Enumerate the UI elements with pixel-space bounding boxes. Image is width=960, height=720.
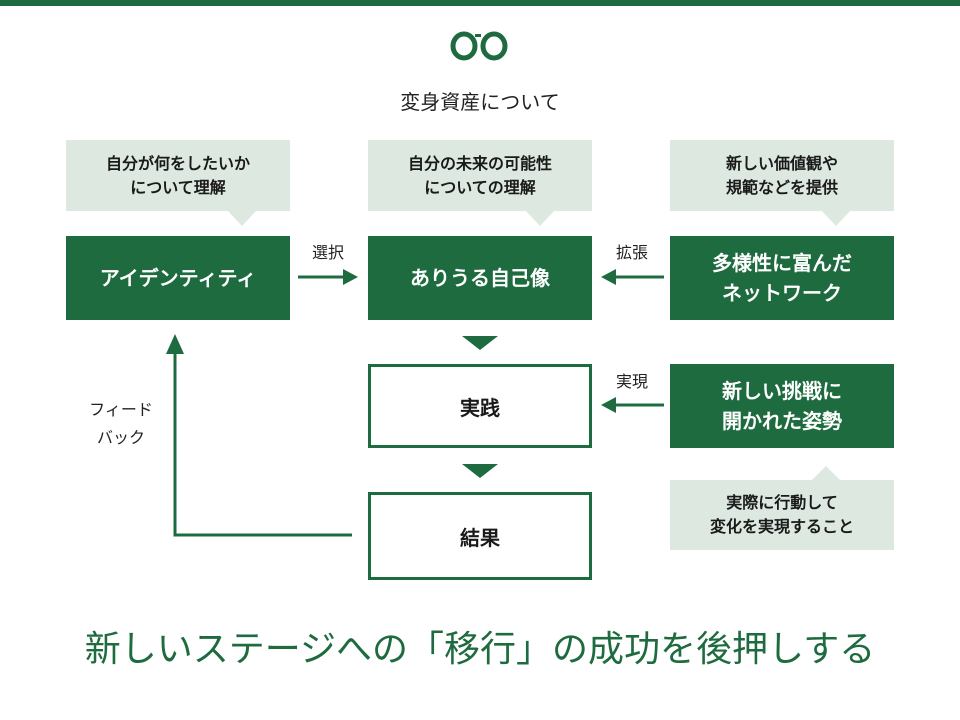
feedback-line — [173, 352, 352, 537]
box-result: 結果 — [368, 492, 592, 580]
down-arrow — [462, 336, 498, 350]
page-subtitle: 変身資産について — [400, 90, 560, 114]
label-select: 選択 — [311, 243, 344, 262]
expand-arrow-head — [601, 269, 616, 285]
box-challenge: 新しい挑戦に 開かれた姿勢 — [670, 364, 894, 448]
callout-pointer — [526, 211, 554, 226]
callout-pointer — [822, 211, 850, 226]
logo-icon — [450, 31, 508, 61]
feedback-arrow-head — [166, 334, 184, 354]
callout-identity: 自分が何をしたいか について理解 — [66, 140, 290, 211]
callout-values: 新しい価値観や 規範などを提供 — [670, 140, 894, 211]
tagline: 新しいステージへの「移行」の成功を後押しする — [84, 629, 876, 670]
callout-pointer — [228, 211, 256, 226]
top-accent-bar — [0, 0, 960, 6]
box-future-self: ありうる自己像 — [368, 236, 592, 320]
down-arrow — [462, 464, 498, 478]
label-expand: 拡張 — [615, 243, 648, 262]
callout-action: 実際に行動して 変化を実現すること — [670, 480, 894, 550]
realize-arrow-head — [601, 397, 616, 413]
box-network: 多様性に富んだ ネットワーク — [670, 236, 894, 320]
select-arrow-head — [343, 269, 358, 285]
callout-future-self: 自分の未来の可能性 についての理解 — [368, 140, 592, 211]
box-practice: 実践 — [368, 364, 592, 448]
box-identity: アイデンティティ — [66, 236, 290, 320]
callout-pointer — [812, 466, 840, 480]
label-feedback: フィード バック — [89, 400, 153, 447]
label-realize: 実現 — [615, 372, 648, 391]
